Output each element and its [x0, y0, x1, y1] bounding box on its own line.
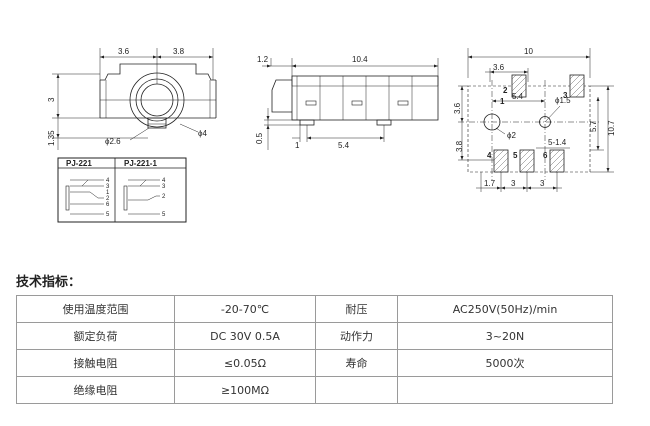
specs-table: 使用温度范围 -20-70℃ 耐压 AC250V(50Hz)/min 额定负荷 …: [16, 295, 613, 404]
schematic-left-pin: 1: [106, 190, 110, 196]
schematic-left-pin: 5: [106, 212, 110, 218]
pcb-pad-1: 1: [500, 97, 505, 106]
pcb-pad-5: 5: [513, 151, 518, 160]
technical-drawing: 3.6 3.8 3 1.35 ϕ2.6 ϕ4 1.2 10.4 0.5 1 5.…: [47, 47, 616, 223]
spec-label: 动作力: [315, 322, 398, 350]
schematic-right-pin: 2: [162, 194, 166, 200]
pcb-hole-big: ϕ2: [507, 131, 516, 140]
pcb-d54: 5.4: [512, 92, 524, 101]
spec-value: [397, 376, 613, 404]
schematic-left-pin: 3: [106, 184, 110, 190]
front-view: [52, 48, 217, 150]
pcb-d36v: 3.6: [453, 102, 462, 114]
table-row: 使用温度范围 -20-70℃ 耐压 AC250V(50Hz)/min: [16, 295, 613, 323]
side-pitch: 5.4: [338, 141, 350, 150]
pcb-pad-6: 6: [543, 151, 548, 160]
spec-value: ≤0.05Ω: [174, 349, 316, 377]
spec-value: 5000次: [397, 349, 613, 377]
spec-label: 耐压: [315, 295, 398, 323]
schematic-left-pin: 2: [106, 196, 110, 202]
schematic-left-pin: 4: [106, 178, 110, 184]
side-length: 10.4: [352, 55, 368, 64]
spec-label: 额定负荷: [16, 322, 175, 350]
pcb-d57: 5.7: [589, 120, 598, 132]
front-pin-dia: ϕ2.6: [105, 137, 121, 146]
schematic-right-title: PJ-221-1: [124, 159, 157, 168]
spec-value: ≥100MΩ: [174, 376, 316, 404]
spec-value: 3~20N: [397, 322, 613, 350]
pcb-d17: 1.7: [484, 179, 496, 188]
table-row: 绝缘电阻 ≥100MΩ: [16, 376, 613, 404]
spec-label: 寿命: [315, 349, 398, 377]
pcb-d38: 3.8: [455, 140, 464, 152]
side-pin-h: 0.5: [255, 132, 264, 144]
front-lower: 1.35: [47, 130, 56, 146]
spec-value: AC250V(50Hz)/min: [397, 295, 613, 323]
spec-label: 绝缘电阻: [16, 376, 175, 404]
spec-value: -20-70℃: [174, 295, 316, 323]
pcb-width: 10: [524, 47, 533, 56]
schematic-right-pin: 3: [162, 184, 166, 190]
pcb-footprint: [458, 48, 614, 192]
pin-schematic: [57, 157, 187, 223]
pcb-pad-4: 4: [487, 151, 492, 160]
spec-label: 接触电阻: [16, 349, 175, 377]
side-view: [262, 58, 439, 150]
spec-value: DC 30V 0.5A: [174, 322, 316, 350]
side-offset: 1.2: [257, 55, 269, 64]
pcb-pad-3: 3: [563, 91, 568, 100]
front-body-dia: ϕ4: [198, 129, 207, 138]
pcb-d107: 10.7: [607, 120, 616, 136]
pcb-d36: 3.6: [493, 63, 505, 72]
front-height: 3: [47, 97, 56, 102]
specs-title: 技术指标：: [16, 275, 82, 290]
pcb-d3a: 3: [511, 179, 516, 188]
pcb-pad-2: 2: [503, 86, 508, 95]
pcb-d3b: 3: [540, 179, 545, 188]
schematic-left-title: PJ-221: [66, 159, 92, 168]
schematic-right-pin: 5: [162, 212, 166, 218]
front-w-right: 3.8: [173, 47, 185, 56]
pcb-hole-small: ϕ1.5: [555, 96, 571, 105]
schematic-right-pin: 4: [162, 178, 166, 184]
front-w-left: 3.6: [118, 47, 130, 56]
side-pin1: 1: [295, 141, 300, 150]
pcb-d514: 5-1.4: [548, 138, 567, 147]
schematic-left-pin: 6: [106, 202, 110, 208]
spec-label: 使用温度范围: [16, 295, 175, 323]
table-row: 接触电阻 ≤0.05Ω 寿命 5000次: [16, 349, 613, 377]
spec-label: [315, 376, 398, 404]
table-row: 额定负荷 DC 30V 0.5A 动作力 3~20N: [16, 322, 613, 350]
